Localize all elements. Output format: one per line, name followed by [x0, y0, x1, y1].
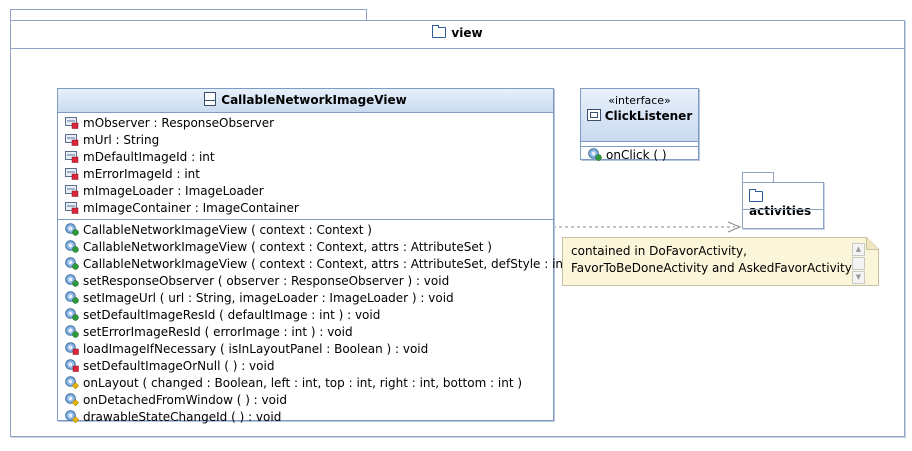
note-shape: [562, 237, 879, 286]
public-method-icon: [65, 308, 79, 321]
attribute-row-text: mObserver : ResponseObserver: [83, 116, 275, 130]
protected-method-icon: [65, 410, 79, 423]
field-icon: [65, 185, 79, 197]
operation-row[interactable]: setErrorImageResId ( errorImage : int ) …: [58, 324, 553, 341]
operation-row[interactable]: loadImageIfNecessary ( isInLayoutPanel :…: [58, 341, 553, 358]
interface-operation-row-text: onClick ( ): [606, 148, 667, 162]
note[interactable]: contained in DoFavorActivity, FavorToBeD…: [562, 237, 879, 286]
operation-row-text: onLayout ( changed : Boolean, left : int…: [83, 376, 523, 390]
attribute-row-text: mImageContainer : ImageContainer: [83, 201, 299, 215]
operation-row-text: setErrorImageResId ( errorImage : int ) …: [83, 325, 353, 339]
field-icon: [65, 151, 79, 163]
public-method-icon: [65, 223, 79, 236]
interface-attribute-compartment: [581, 142, 698, 147]
attribute-compartment: mObserver : ResponseObserver mUrl : Strin…: [58, 113, 553, 220]
attribute-row-text: mDefaultImageId : int: [83, 150, 215, 164]
class-icon: [204, 92, 217, 106]
field-icon: [65, 168, 79, 180]
operation-row[interactable]: onLayout ( changed : Boolean, left : int…: [58, 375, 553, 392]
note-line: FavorToBeDoneActivity and AskedFavorActi…: [571, 261, 852, 275]
note-line: contained in DoFavorActivity,: [571, 244, 747, 258]
attribute-row-text: mUrl : String: [83, 133, 160, 147]
attribute-row[interactable]: mDefaultImageId : int: [58, 149, 553, 166]
operation-row[interactable]: CallableNetworkImageView ( context : Con…: [58, 222, 553, 239]
attribute-row-text: mImageLoader : ImageLoader: [83, 184, 264, 198]
operation-row[interactable]: setImageUrl ( url : String, imageLoader …: [58, 290, 553, 307]
operation-row-text: setDefaultImageOrNull ( ) : void: [83, 359, 275, 373]
class-callable-network-image-view[interactable]: CallableNetworkImageView mObserver : Res…: [57, 88, 576, 424]
note-scrollbar[interactable]: ▲ ▼: [852, 243, 865, 284]
interface-operation-compartment: onClick ( ): [581, 147, 698, 164]
note-text: contained in DoFavorActivity, FavorToBeD…: [571, 243, 852, 277]
operation-row-text: setDefaultImageResId ( defaultImage : in…: [83, 308, 381, 322]
operation-row-text: drawableStateChangeId ( ) : void: [83, 410, 282, 424]
scroll-up-icon[interactable]: ▲: [852, 243, 865, 256]
subpackage-title: activities: [749, 189, 823, 218]
subpackage-name: activities: [749, 204, 812, 218]
class-header: CallableNetworkImageView: [58, 89, 553, 113]
dependency-arrowhead: [727, 221, 742, 233]
operation-row[interactable]: setDefaultImageResId ( defaultImage : in…: [58, 307, 553, 324]
protected-method-icon: [65, 376, 79, 389]
protected-method-icon: [65, 393, 79, 406]
private-method-icon: [65, 359, 79, 372]
interface-header: «interface» ClickListener: [581, 89, 698, 142]
public-method-icon: [588, 148, 602, 161]
public-method-icon: [65, 325, 79, 338]
operation-compartment: CallableNetworkImageView ( context : Con…: [58, 220, 576, 426]
attribute-row[interactable]: mErrorImageId : int: [58, 166, 553, 183]
interface-name: ClickListener: [604, 109, 693, 123]
field-icon: [65, 202, 79, 214]
interface-click-listener[interactable]: «interface» ClickListener onClick ( ): [580, 88, 699, 162]
class-name: CallableNetworkImageView: [221, 93, 407, 107]
operation-row[interactable]: setDefaultImageOrNull ( ) : void: [58, 358, 553, 375]
operation-row-text: setImageUrl ( url : String, imageLoader …: [83, 291, 454, 305]
scroll-down-icon[interactable]: ▼: [852, 271, 865, 284]
attribute-row[interactable]: mUrl : String: [58, 132, 553, 149]
public-method-icon: [65, 240, 79, 253]
interface-operation-row[interactable]: onClick ( ): [581, 147, 698, 164]
operation-row-text: onDetachedFromWindow ( ) : void: [83, 393, 287, 407]
package-name: view: [451, 26, 483, 40]
subpackage-tab: [742, 172, 774, 183]
operation-row-text: CallableNetworkImageView ( context : Con…: [83, 223, 372, 237]
interface-stereotype: «interface»: [608, 94, 671, 107]
operation-row-text: CallableNetworkImageView ( context : Con…: [83, 257, 577, 271]
folder-icon: [432, 25, 447, 38]
scroll-track[interactable]: [852, 257, 865, 270]
operation-row[interactable]: CallableNetworkImageView ( context : Con…: [58, 239, 553, 256]
operation-row-text: loadImageIfNecessary ( isInLayoutPanel :…: [83, 342, 429, 356]
field-icon: [65, 134, 79, 146]
operation-row-text: CallableNetworkImageView ( context : Con…: [83, 240, 492, 254]
folder-icon: [749, 189, 763, 202]
package-activities[interactable]: activities: [742, 182, 824, 229]
attribute-row[interactable]: mObserver : ResponseObserver: [58, 115, 553, 132]
attribute-row[interactable]: mImageLoader : ImageLoader: [58, 183, 553, 200]
package-divider: [11, 48, 904, 49]
operation-row[interactable]: setResponseObserver ( observer : Respons…: [58, 273, 553, 290]
public-method-icon: [65, 257, 79, 270]
private-method-icon: [65, 342, 79, 355]
attribute-row[interactable]: mImageContainer : ImageContainer: [58, 200, 553, 217]
interface-title: ClickListener: [581, 109, 698, 123]
operation-row[interactable]: onDetachedFromWindow ( ) : void: [58, 392, 553, 409]
package-tab: [10, 9, 367, 21]
subpackage-divider: [743, 209, 823, 210]
public-method-icon: [65, 274, 79, 287]
operation-row-text: setResponseObserver ( observer : Respons…: [83, 274, 450, 288]
package-title: view: [11, 25, 904, 40]
public-method-icon: [65, 291, 79, 304]
attribute-row-text: mErrorImageId : int: [83, 167, 200, 181]
operation-row[interactable]: CallableNetworkImageView ( context : Con…: [58, 256, 576, 273]
field-icon: [65, 117, 79, 129]
interface-icon: [586, 109, 601, 121]
operation-row[interactable]: drawableStateChangeId ( ) : void: [58, 409, 553, 426]
